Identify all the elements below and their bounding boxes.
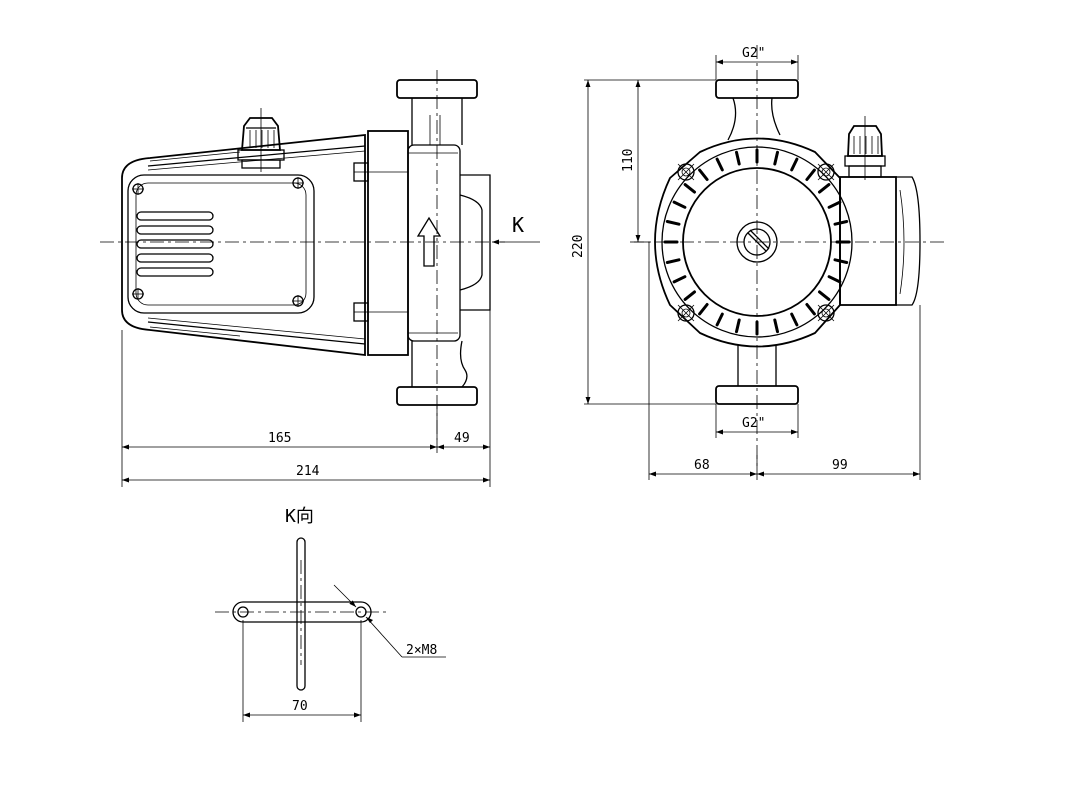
dimension-right-width-value: 99 xyxy=(832,458,848,473)
bolt-note-text: 2×M8 xyxy=(406,643,437,658)
dimension-bolt-spacing-value: 70 xyxy=(292,699,308,714)
front-rib xyxy=(715,312,724,327)
front-rib xyxy=(698,303,709,316)
front-rib xyxy=(818,290,831,301)
k-view-title: K向 xyxy=(285,506,314,527)
thread-label-bottom: G2" xyxy=(715,404,799,438)
front-rib xyxy=(665,258,681,264)
front-rib xyxy=(672,200,687,209)
front-rib xyxy=(683,183,696,194)
dimension-overall-length: 214 xyxy=(122,464,490,483)
view-direction-indicator: K xyxy=(492,213,540,245)
dimension-left-width-value: 68 xyxy=(694,458,710,473)
front-inner-disc xyxy=(682,167,832,317)
front-rib xyxy=(827,275,842,284)
terminal-box-screw xyxy=(292,295,304,307)
dimension-left-width: 68 xyxy=(649,458,757,477)
dimension-center-height: 110 xyxy=(621,80,641,242)
front-rib xyxy=(715,157,724,172)
dimension-bolt-spacing: 70 xyxy=(243,699,361,718)
front-bottom-pipe xyxy=(715,345,799,405)
front-rib xyxy=(672,275,687,284)
front-hub xyxy=(736,221,778,263)
front-bolt xyxy=(677,163,695,181)
terminal-box xyxy=(127,174,315,314)
k-view-vertical-bar xyxy=(296,537,306,691)
front-rib xyxy=(683,290,696,301)
terminal-box-screw xyxy=(292,177,304,189)
dimension-flange-offset-value: 49 xyxy=(454,431,470,446)
front-bolt xyxy=(817,304,835,322)
front-bolt xyxy=(677,304,695,322)
front-rib xyxy=(805,168,816,181)
k-direction-view: K向 2×M8 70 xyxy=(215,506,446,722)
cable-gland xyxy=(237,108,285,172)
front-rib xyxy=(698,168,709,181)
front-rib xyxy=(735,150,741,166)
front-rib xyxy=(818,183,831,194)
front-rib xyxy=(805,303,816,316)
front-rib xyxy=(827,200,842,209)
terminal-box-screw xyxy=(132,288,144,300)
front-rib xyxy=(665,220,681,226)
front-housing-outline xyxy=(654,137,841,348)
dimension-motor-length: 165 xyxy=(122,431,437,450)
dimension-motor-length-value: 165 xyxy=(268,431,291,446)
terminal-box-screw xyxy=(132,183,144,195)
view-direction-label: K xyxy=(512,213,524,237)
thread-label-top: G2" xyxy=(715,46,799,80)
front-outer-ring xyxy=(661,146,853,338)
dimension-overall-height: 220 xyxy=(571,80,591,404)
front-terminal-box xyxy=(839,116,921,306)
thread-label-top-text: G2" xyxy=(742,46,765,61)
front-rib xyxy=(773,318,779,334)
front-rib xyxy=(790,157,799,172)
dimension-center-height-value: 110 xyxy=(621,149,636,172)
side-view: K 165 49 214 xyxy=(100,70,540,487)
thread-label-bottom-text: G2" xyxy=(742,416,765,431)
front-rib xyxy=(790,312,799,327)
motor-flange xyxy=(353,130,461,356)
dimension-flange-offset: 49 xyxy=(437,431,490,450)
front-top-pipe xyxy=(715,79,799,141)
dimension-overall-height-value: 220 xyxy=(571,235,586,258)
front-rib xyxy=(773,150,779,166)
dimension-right-width: 99 xyxy=(757,458,920,477)
dimension-overall-length-value: 214 xyxy=(296,464,320,479)
pump-housing xyxy=(396,79,491,406)
front-bolt xyxy=(817,163,835,181)
bolt-note: 2×M8 xyxy=(333,584,446,658)
flow-direction-arrow xyxy=(416,216,442,267)
front-view: G2" G2" 220 110 68 99 xyxy=(571,45,945,480)
front-rib xyxy=(735,318,741,334)
front-ribs xyxy=(663,148,851,336)
